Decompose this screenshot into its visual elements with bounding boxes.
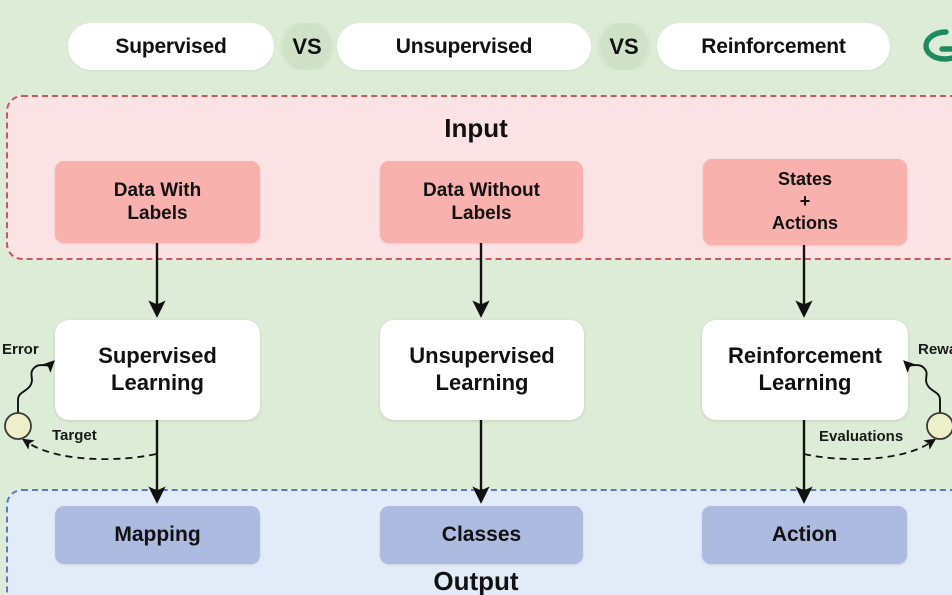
- input-box-data-with-labels: Data With Labels: [55, 161, 260, 243]
- tab-supervised[interactable]: Supervised: [68, 23, 274, 70]
- tab-reinforcement[interactable]: Reinforcement: [657, 23, 890, 70]
- arrow-error-into-model: [17, 360, 55, 424]
- vs-separator-2: VS: [591, 23, 657, 70]
- arrow-reward-into-model: [903, 360, 941, 424]
- vs-separator-1: VS: [274, 23, 340, 70]
- input-panel-title: Input: [444, 113, 508, 143]
- output-box-classes: Classes: [380, 506, 583, 564]
- model-box-reinforcement-learning: Reinforcement Learning: [702, 320, 908, 420]
- loop-label-target: Target: [52, 427, 97, 444]
- loop-label-error: Error: [2, 341, 39, 358]
- reward-node-circle: [926, 412, 952, 440]
- model-box-supervised-learning: Supervised Learning: [55, 320, 260, 420]
- loop-label-evaluations: Evaluations: [819, 428, 904, 445]
- error-node-circle: [4, 412, 32, 440]
- tab-unsupervised[interactable]: Unsupervised: [337, 23, 591, 70]
- output-panel-title: Output: [433, 566, 519, 595]
- output-box-mapping: Mapping: [55, 506, 260, 564]
- loop-label-reward: Reward: [918, 341, 952, 358]
- output-box-action: Action: [702, 506, 907, 564]
- input-box-states-actions: States + Actions: [703, 159, 907, 245]
- model-box-unsupervised-learning: Unsupervised Learning: [380, 320, 584, 420]
- geeksforgeeks-logo-icon: [923, 29, 952, 62]
- input-box-data-without-labels: Data Without Labels: [380, 161, 583, 243]
